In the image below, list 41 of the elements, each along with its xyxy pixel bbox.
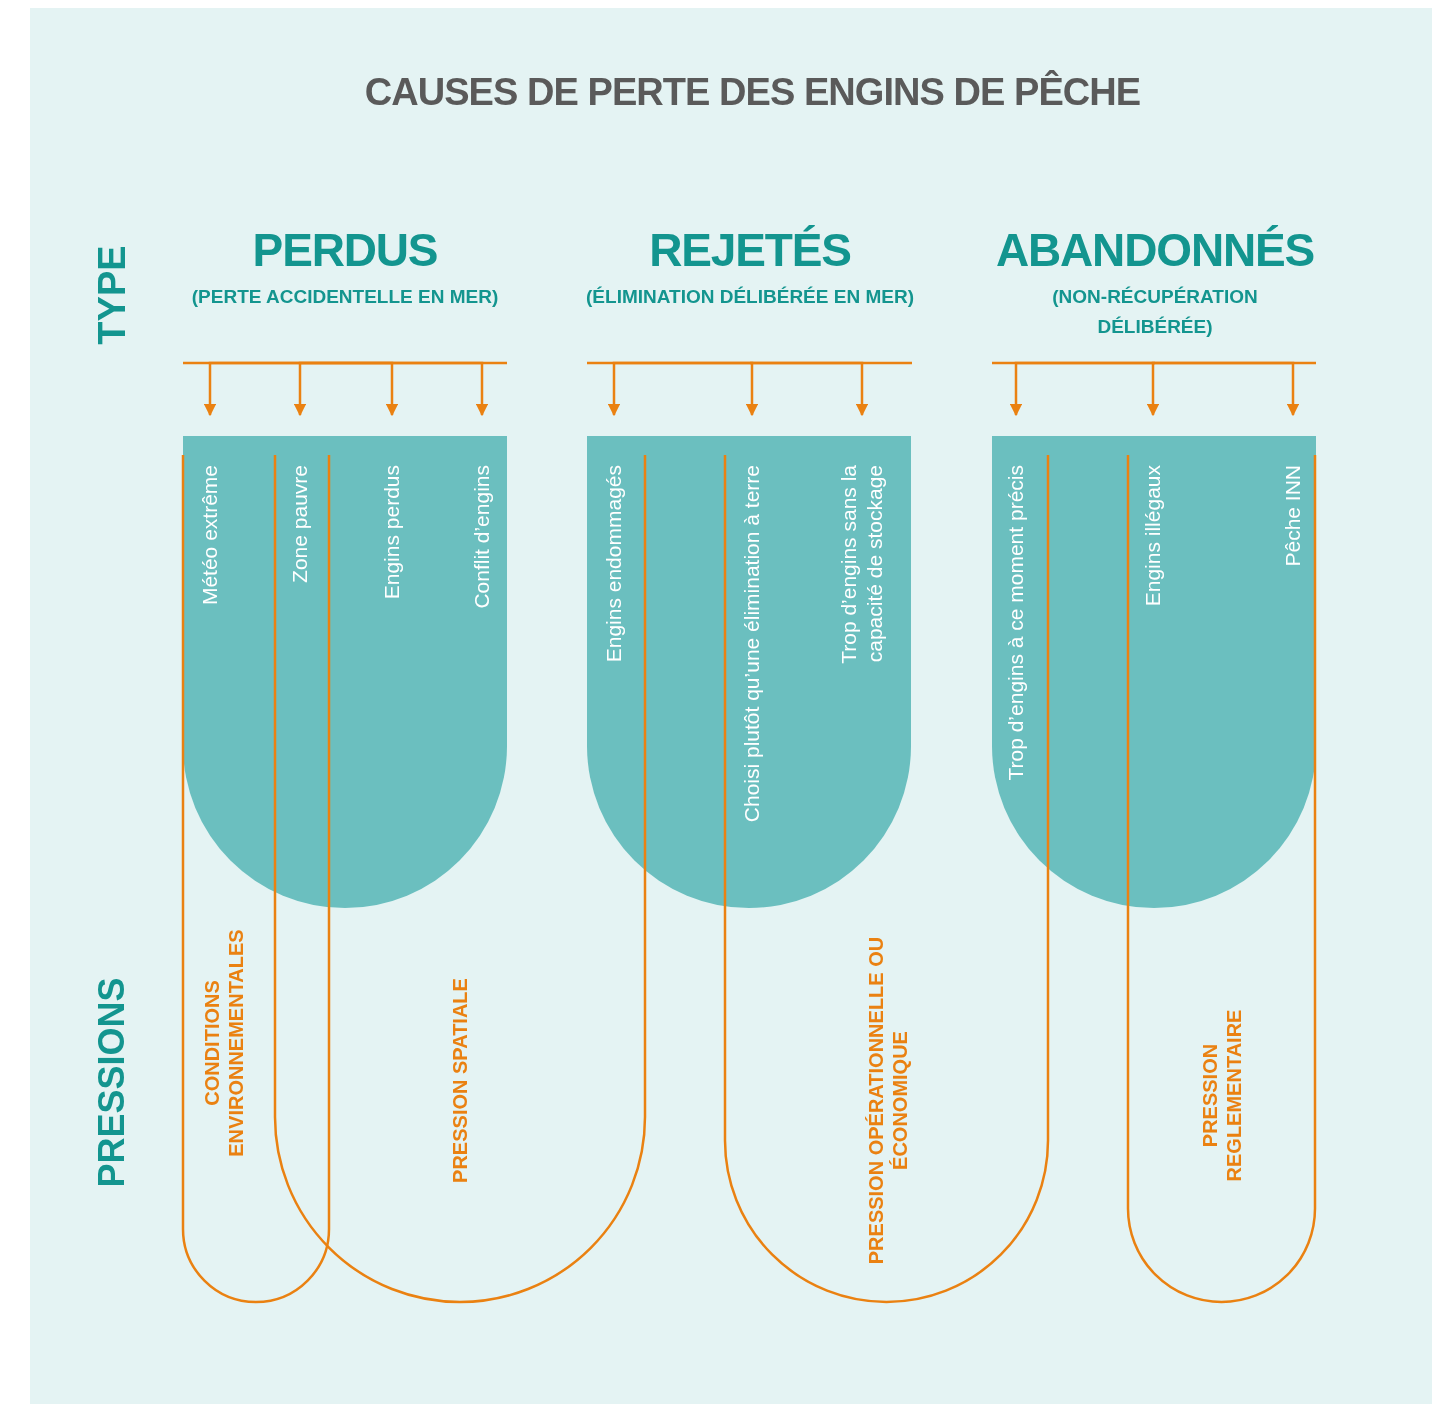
cause-text: Météo extrême [195, 465, 225, 765]
bracket-line [992, 361, 1316, 365]
row-label: PRESSIONS [90, 976, 133, 1190]
cause-text: Engins endommagés [599, 465, 629, 765]
pressure-label: PRESSION OPÉRATIONNELLE OU ÉCONOMIQUE [864, 935, 912, 1266]
cause-text: Trop d’engins à ce moment précis [1001, 465, 1031, 810]
arrow [345, 361, 489, 417]
pressure-loop [723, 455, 1050, 1304]
bracket-line [183, 361, 507, 365]
row-label: TYPE [89, 245, 134, 345]
cause-text: Engins illégaux [1138, 465, 1168, 765]
type-subtitle: (PERTE ACCIDENTELLE EN MER) [191, 285, 499, 309]
cause-text: Engins perdus [377, 465, 407, 765]
type-heading: PERDUS [252, 223, 438, 278]
arrow [1146, 361, 1160, 417]
cause-text: Pêche INN [1278, 465, 1308, 765]
type-heading: REJETÉS [649, 223, 851, 278]
cause-text: Choisi plutôt qu’une élimination à terre [737, 465, 767, 895]
pressure-label: PRESSION REGLEMENTAIRE [1198, 1008, 1246, 1183]
cause-text: Trop d’engins sans la capacité de stockage [834, 465, 890, 715]
cause-text: Zone pauvre [285, 465, 315, 765]
type-subtitle: (ÉLIMINATION DÉLIBÉRÉE EN MER) [586, 285, 914, 309]
bracket-line [587, 361, 912, 365]
pressure-loop [181, 455, 331, 1304]
cause-text: Conflit d’engins [467, 465, 497, 765]
arrow [750, 361, 869, 417]
pressure-label: PRESSION SPATIALE [448, 977, 472, 1183]
cause-panel [183, 436, 507, 908]
arrow [607, 361, 750, 417]
cause-panel [992, 436, 1316, 908]
arrow [745, 361, 759, 417]
pressure-label: CONDITIONS ENVIRONNEMENTALES [200, 928, 248, 1159]
pressure-loop [273, 455, 647, 1304]
cause-panel [587, 436, 911, 908]
diagram-title: CAUSES DE PERTE DES ENGINS DE PÊCHE [363, 69, 1142, 115]
pressure-loop [1126, 455, 1317, 1304]
type-heading: ABANDONNÉS [995, 223, 1315, 278]
arrow [1155, 361, 1300, 417]
type-subtitle: (NON-RÉCUPÉRATION DÉLIBÉRÉE) [1051, 285, 1259, 339]
arrow [1009, 361, 1155, 417]
arrow [293, 361, 345, 417]
